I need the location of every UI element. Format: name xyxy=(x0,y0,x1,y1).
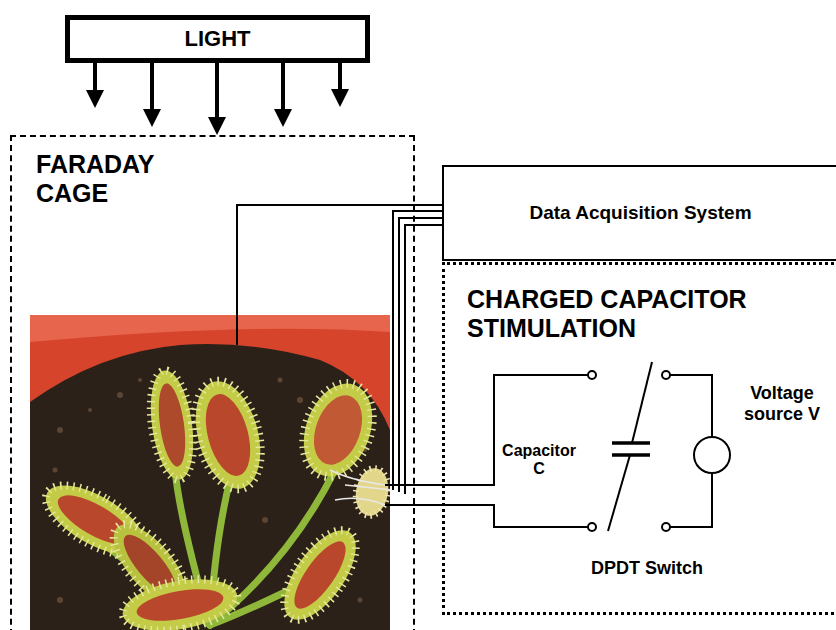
flytrap-lobe xyxy=(134,584,226,627)
box-label: LIGHT xyxy=(185,26,251,51)
signal-wire xyxy=(415,204,442,206)
electrode-wire xyxy=(335,498,385,505)
light-arrow xyxy=(281,63,285,111)
flytrap-lobe xyxy=(154,382,189,469)
switch-terminal xyxy=(662,371,670,379)
lead-wire xyxy=(237,205,712,527)
flytrap-lobe xyxy=(198,389,258,480)
electrode-wire xyxy=(345,485,390,490)
light-arrow xyxy=(93,63,97,92)
capacitor-symbol xyxy=(612,443,650,455)
soil-speckle xyxy=(88,408,92,412)
switch-pole xyxy=(608,362,652,531)
flytrap-lobe xyxy=(185,374,271,496)
flytrap-lobe xyxy=(352,466,390,519)
capacitor-symbol xyxy=(612,441,650,445)
component-label: Capacitor C xyxy=(499,442,579,479)
flytrap-lobe xyxy=(305,389,371,472)
lead-wire xyxy=(385,504,415,506)
electrode-wire xyxy=(330,470,390,505)
switch-terminal xyxy=(588,371,670,531)
light-arrow xyxy=(215,63,219,119)
component-label: DPDT Switch xyxy=(585,558,709,579)
flytrap-lobe xyxy=(119,571,242,630)
lead-wire xyxy=(670,473,712,527)
signal-wire xyxy=(415,217,442,219)
component-label: Voltage source V xyxy=(736,383,828,424)
lead-wire xyxy=(399,218,415,492)
stimulus-wire xyxy=(415,484,442,486)
capacitor-symbol xyxy=(612,453,650,457)
lead-wire xyxy=(442,375,588,485)
lead-wire xyxy=(385,484,415,486)
soil-speckle xyxy=(278,378,283,383)
signal-wire xyxy=(415,224,442,226)
soil-speckle xyxy=(262,517,268,523)
stimulus-wire xyxy=(415,504,442,506)
switch-terminal xyxy=(662,523,670,531)
switch-terminal xyxy=(588,371,596,379)
flytrap-lobe xyxy=(119,571,242,630)
soil-speckle xyxy=(57,597,63,603)
flytrap-lobe xyxy=(352,466,390,519)
switch-pole xyxy=(632,362,652,443)
flytrap-lobe xyxy=(185,374,271,496)
soil-speckle xyxy=(138,378,142,382)
switch-pole xyxy=(608,455,630,531)
flytrap-lobe xyxy=(286,534,355,616)
switch-terminal xyxy=(588,523,596,531)
light-box: LIGHT xyxy=(65,15,370,63)
plant-photo xyxy=(30,315,390,342)
voltage-source-symbol xyxy=(694,437,730,473)
plant-photo xyxy=(30,315,390,630)
lead-wire xyxy=(237,205,415,345)
flytrap-lobe xyxy=(271,519,370,630)
daq-box: Data Acquisition System xyxy=(442,165,836,261)
lead-wire xyxy=(670,375,712,437)
flytrap-lobe xyxy=(271,519,370,630)
flytrap-lobe xyxy=(145,368,200,482)
soil-speckle xyxy=(57,427,63,433)
soil-speckle xyxy=(117,392,123,398)
faraday-cage: FARADAY CAGE xyxy=(10,135,415,630)
light-arrow xyxy=(338,63,342,91)
signal-wire xyxy=(415,210,442,212)
flytrap-lobe xyxy=(145,368,200,482)
light-arrow xyxy=(150,63,154,111)
soil-speckle xyxy=(358,598,363,603)
region-heading: FARADAY CAGE xyxy=(36,150,206,208)
soil-speckle xyxy=(53,468,58,473)
electrode-wire xyxy=(330,470,385,485)
lead-wire xyxy=(442,505,588,527)
box-label: Data Acquisition System xyxy=(529,202,751,224)
flytrap-lobe xyxy=(35,368,390,630)
soil-speckle xyxy=(297,397,303,403)
panel-heading: CHARGED CAPACITOR STIMULATION xyxy=(467,285,827,343)
